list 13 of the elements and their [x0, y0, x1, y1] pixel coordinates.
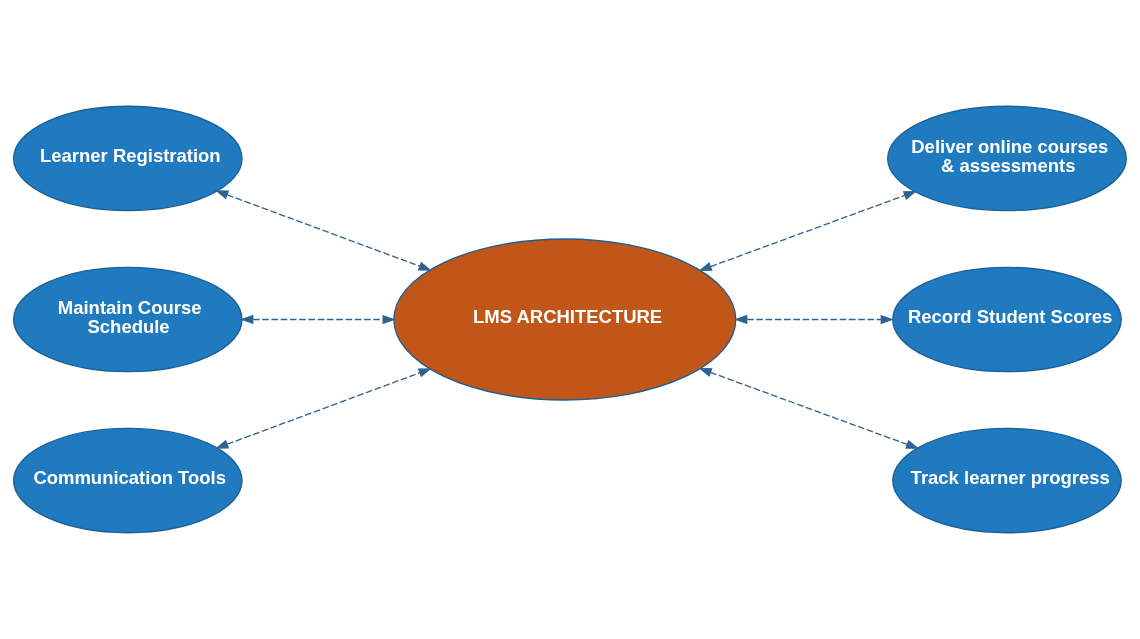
arrow: [240, 314, 396, 325]
arrow: [698, 191, 917, 271]
node-ellipse: Communication Tools: [12, 427, 243, 534]
node-ellipse: LMS ARCHITECTURE: [393, 238, 737, 401]
node-ellipse: Learner Registration: [12, 105, 243, 212]
node-ellipse: Deliver online courses & assessments: [887, 105, 1127, 212]
arrow: [215, 368, 432, 449]
node-ellipse: Track learner progress: [892, 427, 1122, 534]
arrow: [698, 368, 920, 449]
arrow: [734, 314, 894, 325]
node-ellipse: Maintain Course Schedule: [12, 266, 243, 373]
node-ellipse: Record Student Scores: [892, 266, 1122, 373]
arrow: [215, 190, 432, 271]
